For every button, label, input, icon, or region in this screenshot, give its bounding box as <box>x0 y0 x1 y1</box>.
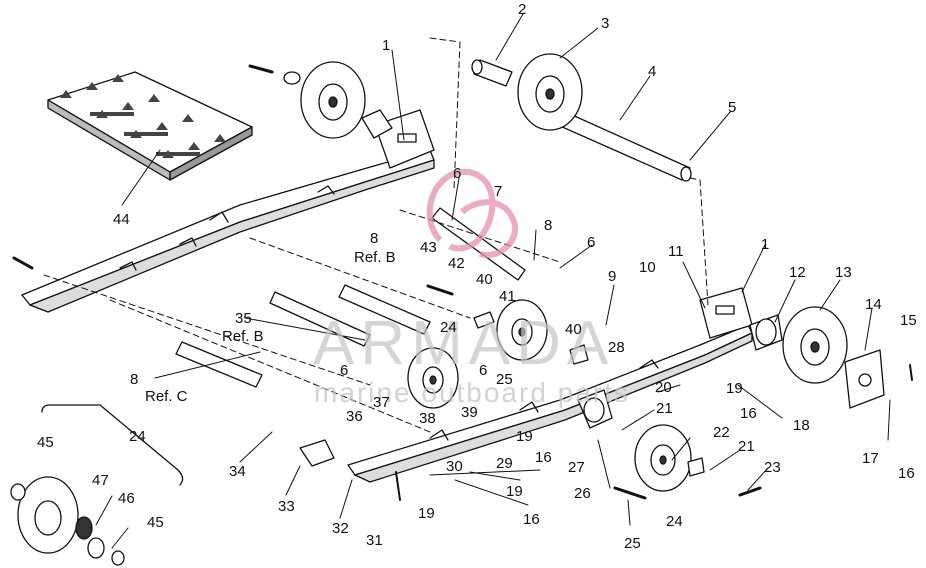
idler-wheels <box>17 53 848 554</box>
callout-label: 12 <box>789 264 806 281</box>
callout-label: 16 <box>523 511 540 528</box>
callout-label: 25 <box>496 371 513 388</box>
callout-label: 13 <box>835 264 852 281</box>
watermark-brand: ARMADA <box>313 309 614 378</box>
callout-label: 8 <box>370 230 378 247</box>
callout-label: 30 <box>446 458 463 475</box>
callout-label: 16 <box>535 449 552 466</box>
callout-label: 35 <box>235 310 252 327</box>
callout-label: 45 <box>37 434 54 451</box>
callout-label: 21 <box>656 400 673 417</box>
leader-lines <box>95 13 891 549</box>
callout-label: 15 <box>900 312 917 329</box>
callout-label: 43 <box>420 239 437 256</box>
callout-label: 16 <box>898 465 915 482</box>
callout-label: 24 <box>129 428 146 445</box>
callout-label: Ref. C <box>145 388 188 405</box>
right-slide-rail <box>347 287 753 483</box>
callout-label: 14 <box>865 296 882 313</box>
callout-label: 40 <box>565 321 582 338</box>
armada-watermark: ARMADA marine outboard parts <box>313 168 630 408</box>
callout-label: 8 <box>544 217 552 234</box>
callout-label: 3 <box>601 15 609 32</box>
callout-label: 21 <box>738 438 755 455</box>
callout-label: 10 <box>639 259 656 276</box>
callout-label: 29 <box>496 455 513 472</box>
callout-label: 17 <box>862 450 879 467</box>
callout-label: 31 <box>366 532 383 549</box>
callout-label: 36 <box>346 408 363 425</box>
hardware-parts <box>10 64 913 566</box>
callout-label: 1 <box>382 37 390 54</box>
callout-label: 19 <box>726 380 743 397</box>
callout-label: 46 <box>118 490 135 507</box>
callout-label: 19 <box>418 505 435 522</box>
callout-label: 19 <box>506 483 523 500</box>
cross-shafts <box>175 59 692 388</box>
callout-label: Ref. B <box>222 328 264 345</box>
callout-label: 8 <box>130 371 138 388</box>
callout-label: 25 <box>624 535 641 552</box>
callout-label: 1 <box>761 236 769 253</box>
callout-label: 27 <box>568 459 585 476</box>
callout-label: 2 <box>518 1 526 18</box>
callout-label: 11 <box>668 243 684 260</box>
callout-label: 4 <box>648 63 656 80</box>
watermark-tagline: marine outboard parts <box>314 377 630 408</box>
callout-label: 6 <box>587 234 595 251</box>
callout-label: 22 <box>713 424 730 441</box>
callout-label: 42 <box>448 255 465 272</box>
callout-label: 20 <box>655 379 672 396</box>
callout-label: 38 <box>419 410 436 427</box>
callout-label: Ref. B <box>354 249 396 266</box>
callout-label: 32 <box>332 520 349 537</box>
callout-label: 18 <box>793 417 810 434</box>
callout-label: 39 <box>461 404 478 421</box>
callout-label: 5 <box>728 99 736 116</box>
callout-label: 24 <box>440 319 457 336</box>
callout-label: 23 <box>764 459 781 476</box>
callout-label: 40 <box>476 271 493 288</box>
armada-logo-icon <box>426 168 519 259</box>
callout-label: 6 <box>340 362 348 379</box>
callout-label: 45 <box>147 514 164 531</box>
callout-label: 34 <box>229 463 246 480</box>
callout-label: 24 <box>666 513 683 530</box>
callout-label: 6 <box>479 362 487 379</box>
callout-label: 37 <box>373 394 390 411</box>
callout-label: 33 <box>278 498 295 515</box>
callout-label: 6 <box>453 165 461 182</box>
callout-label: 41 <box>499 288 516 305</box>
track-clip-plate <box>47 71 253 181</box>
callout-label: 16 <box>740 405 757 422</box>
callout-label: 47 <box>92 472 109 489</box>
callout-label: 26 <box>574 485 591 502</box>
callout-label: 44 <box>113 211 130 228</box>
callout-label: 7 <box>494 183 502 200</box>
callout-label: 9 <box>608 268 616 285</box>
group-bracket <box>41 404 184 486</box>
callout-label: 19 <box>516 428 533 445</box>
callout-label: 28 <box>608 339 625 356</box>
